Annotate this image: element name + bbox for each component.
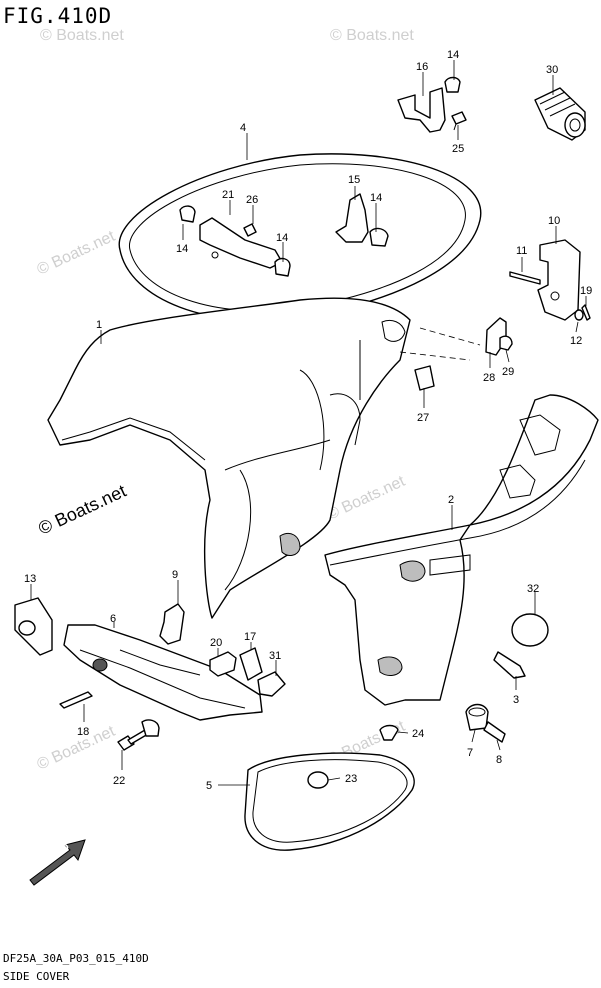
guide-line	[419, 327, 481, 346]
callout-10: 10	[548, 215, 560, 227]
callout-14-a: 14	[447, 49, 459, 61]
bracket-part-15	[335, 193, 389, 247]
callout-18: 18	[77, 726, 89, 738]
grommet-part-7	[465, 703, 489, 731]
callouts: 4 1 2 14 16 25 30 15 21 26 14 14 14 10 1…	[24, 49, 592, 792]
callout-14-d: 14	[370, 192, 382, 204]
callout-6: 6	[110, 613, 116, 625]
callout-30: 30	[546, 64, 558, 76]
callout-7: 7	[467, 747, 473, 759]
callout-27: 27	[417, 412, 429, 424]
callout-15: 15	[348, 174, 360, 186]
callout-32: 32	[527, 583, 539, 595]
bottom-cover-part-5	[244, 752, 415, 851]
bolt-part-22	[117, 719, 160, 751]
watermark-main: © Boats.net	[35, 481, 129, 539]
callout-8: 8	[496, 754, 502, 766]
bracket-part-21	[179, 205, 291, 277]
callout-16: 16	[416, 61, 428, 73]
callout-13: 13	[24, 573, 36, 585]
clip-part-9	[159, 603, 185, 645]
pin-part-18	[59, 691, 93, 709]
callout-9: 9	[172, 569, 178, 581]
bracket-part-10	[509, 239, 591, 321]
seal-ring-part-4	[118, 153, 482, 322]
grommet-part-30	[534, 87, 586, 141]
callout-29: 29	[502, 366, 514, 378]
callout-31: 31	[269, 650, 281, 662]
diagram-caption: SIDE COVER	[3, 970, 70, 983]
callout-14-b: 14	[176, 243, 188, 255]
callout-24: 24	[412, 728, 424, 740]
forward-arrow: FWD	[29, 839, 86, 886]
callout-23: 23	[345, 773, 357, 785]
bolt-part-8	[483, 721, 506, 743]
bolt-part-3	[493, 651, 526, 679]
watermark: © Boats.net	[330, 27, 414, 44]
figure-title: FIG.410D	[3, 4, 113, 28]
callout-20: 20	[210, 637, 222, 649]
callout-19: 19	[580, 285, 592, 297]
clip-part-24	[379, 724, 399, 741]
bracket-part-28	[414, 317, 513, 391]
callout-1: 1	[96, 319, 102, 331]
guide-line	[399, 351, 471, 361]
callout-5: 5	[206, 780, 212, 792]
leader-lines	[30, 60, 587, 786]
cushion-plate-part-13	[14, 597, 53, 656]
callout-2: 2	[448, 494, 454, 506]
diagram-code: DF25A_30A_P03_015_410D	[3, 952, 149, 965]
lower-bracket-part-6	[63, 624, 263, 721]
lower-side-cover-part-2	[324, 394, 599, 706]
callout-11: 11	[516, 245, 527, 257]
clamp-part-31	[257, 671, 286, 697]
callout-4: 4	[240, 122, 246, 134]
sleeve-part-17	[239, 647, 263, 681]
callout-17: 17	[244, 631, 256, 643]
watermark: © Boats.net	[35, 228, 119, 279]
callout-25: 25	[452, 143, 464, 155]
upper-side-cover-part-1	[47, 297, 411, 619]
watermark: © Boats.net	[40, 27, 124, 44]
callout-21: 21	[222, 189, 234, 201]
callout-12: 12	[570, 335, 582, 347]
callout-22: 22	[113, 775, 125, 787]
callout-3: 3	[513, 694, 519, 706]
callout-26: 26	[246, 194, 258, 206]
cushion-part-20	[209, 651, 237, 677]
plug-part-32	[511, 613, 549, 647]
callout-14-c: 14	[276, 232, 288, 244]
callout-28: 28	[483, 372, 495, 384]
bracket-part-16	[397, 76, 467, 133]
